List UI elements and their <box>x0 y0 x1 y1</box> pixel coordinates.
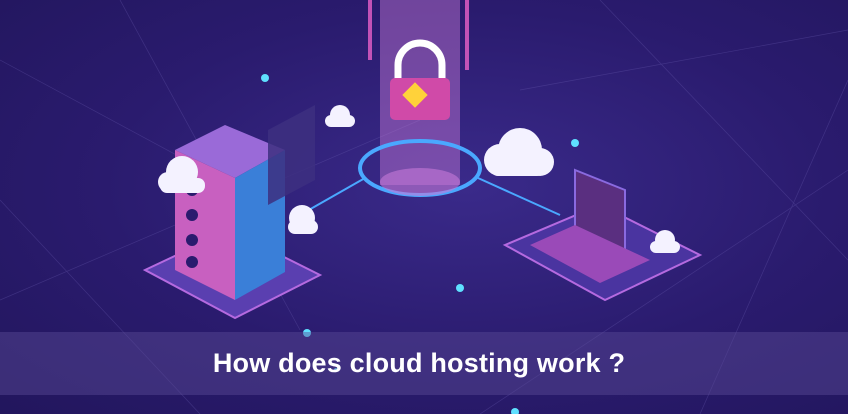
caption-title: How does cloud hosting work ? <box>212 348 626 378</box>
glow-dots <box>261 74 579 414</box>
laptop-icon <box>502 168 703 302</box>
caption-banner: How does cloud hosting work ? <box>0 332 848 395</box>
cloud-icon <box>158 105 680 253</box>
padlock-icon <box>390 39 450 120</box>
